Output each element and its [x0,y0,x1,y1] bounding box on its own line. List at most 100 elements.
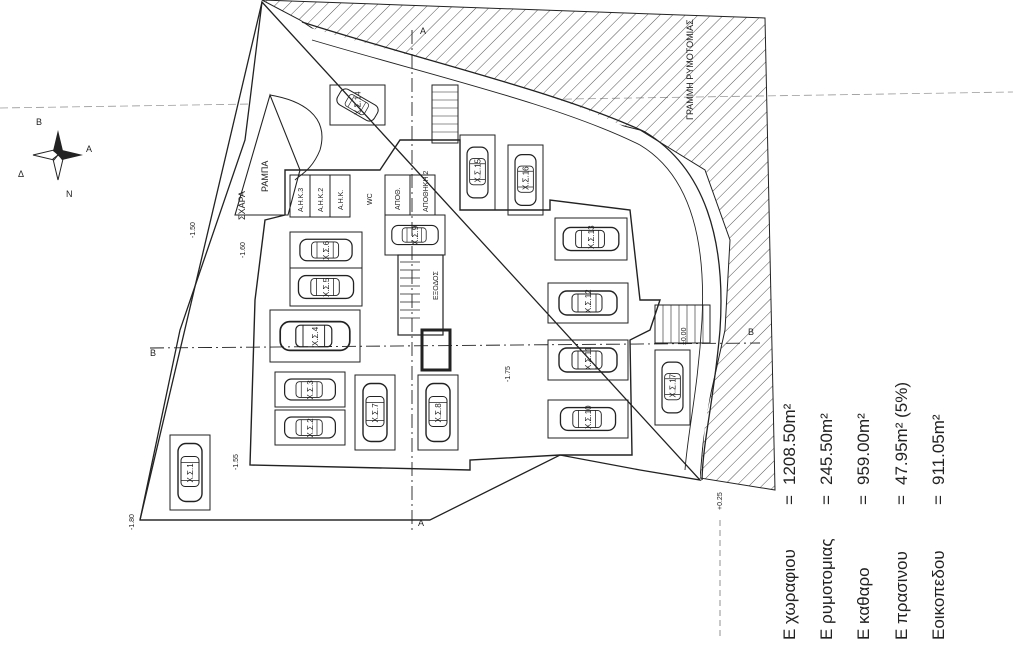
compass-label-n: N [66,189,73,199]
parking-space: Χ.Σ.16 [507,144,544,216]
area-value-setback: 245.50m² [817,413,836,485]
wc-label: WC [367,193,374,205]
level-mark: +0.25 [717,492,724,510]
parking-space: Χ.Σ.7 [354,374,396,451]
ramp-label: ΡΑΜΠΑ [260,161,270,192]
parking-space: Χ.Σ.13 [554,217,628,261]
parking-bay-outline [507,144,544,216]
storage-2-label: Α.Η.Κ.2 [318,188,325,212]
storage-1-label: Α.Η.Κ.3 [298,188,305,212]
parking-space-label: Χ.Σ.14 [354,91,363,115]
parking-space: Χ.Σ.4 [269,309,361,363]
parking-bay-outline [274,371,346,408]
setback-line-label: ΓΡΑΜΜΗ ΡΥΜΟΤΟΜΙΑΣ [685,19,695,120]
section-marker-right: B [748,327,754,337]
setback-curve-inner [311,39,703,471]
compass-label-d: Δ [18,169,24,179]
parking-space-label: Χ.Σ.16 [522,166,531,190]
parking-bay-outline [459,134,496,211]
parking-space-label: Χ.Σ.5 [322,277,331,297]
area-sep-field: = [780,495,799,505]
parking-space: Χ.Σ.2 [274,409,346,446]
section-marker-left: B [150,348,156,358]
section-marker-top: A [420,26,426,36]
parking-space: Χ.Σ.17 [654,349,691,426]
parking-space-label: Χ.Σ.8 [434,403,443,423]
area-value-net: 959.00m² [854,413,873,485]
stair-upper [431,84,459,144]
parking-space-label: Χ.Σ.10 [584,405,593,429]
level-mark: -1.75 [505,366,512,382]
level-mark: ±0.00 [681,327,688,345]
parking-space-label: Χ.Σ.13 [587,225,596,249]
parking-space: Χ.Σ.3 [274,371,346,408]
grate-label: ΣΧΑΡΑ [237,191,247,220]
level-mark: -1.60 [240,242,247,258]
parking-space-label: Χ.Σ.3 [306,380,315,400]
parking-space-label: Χ.Σ.7 [371,403,380,423]
level-mark: -1.80 [129,514,136,530]
parking-bay-outline [554,217,628,261]
parking-space: Χ.Σ.10 [547,399,629,439]
exit-label: ΕΞΟΔΟΣ [433,271,440,300]
parking-bay-outline [329,84,386,126]
parking-space-label: Χ.Σ.9 [411,225,420,245]
area-sep-plot: = [929,495,948,505]
parking-space-label: Χ.Σ.1 [186,463,195,483]
parking-space: Χ.Σ.14 [329,84,386,126]
parking-space: Χ.Σ.11 [547,339,629,381]
parking-space-label: Χ.Σ.2 [306,418,315,438]
storage-3-label: Α.Η.Κ. [338,190,345,210]
area-value-plot: 911.05m² [929,414,948,485]
area-label-green: Ε πρασινου [892,551,911,640]
area-label-setback: Ε ρυμοτομιας [817,538,836,640]
parking-bay-outline [274,409,346,446]
section-marker-bottom: A [418,518,424,528]
parking-space: Χ.Σ.1 [169,434,211,511]
parking-space-label: Χ.Σ.11 [584,346,593,370]
compass-label-a: A [86,144,92,154]
area-label-field: Ε χωραφιου [780,549,799,640]
parking-bay-outline [269,309,361,363]
parking-space-label: Χ.Σ.4 [311,326,320,346]
compass-label-b: B [36,117,42,127]
parking-bay-outline [547,399,629,439]
parking-space: Χ.Σ.6 [289,231,363,269]
store-1-label: ΑΠΟΘ. [395,187,402,210]
area-sep-setback: = [817,495,836,505]
elevator-shaft [420,328,452,372]
area-sep-green: = [892,495,911,505]
area-table: Ε χωραφιου = 1208.50m² Ε ρυμοτομιας = 24… [780,382,948,640]
compass-rose: B A N Δ [18,117,92,199]
store-2-label: ΑΠΟΘΗΚΗ 2 [423,171,430,212]
parking-space: Χ.Σ.9 [384,214,446,256]
parking-space-label: Χ.Σ.6 [322,240,331,260]
area-label-net: Ε καθαρο [854,567,873,640]
parking-bay-outline [417,374,459,451]
area-value-field: 1208.50m² [780,403,799,485]
parking-space: Χ.Σ.15 [459,134,496,211]
stair-east [654,304,711,344]
building-outline [249,139,661,471]
area-sep-net: = [854,495,873,505]
parking-bay-outline [169,434,211,511]
area-label-plot: Εοικοπεδου [929,550,948,640]
parking-bay-outline [289,231,363,269]
storage-block [289,174,351,218]
parking-bays: Χ.Σ.1 Χ.Σ.2 Χ.Σ.3 Χ.Σ.4 Χ.Σ.5 Χ.Σ.6Χ.Σ.7 Χ.Σ.8… [169,84,691,511]
parking-bay-outline [354,374,396,451]
parking-bay-outline [384,214,446,256]
level-mark: -1.55 [233,454,240,470]
parking-space-label: Χ.Σ.15 [474,158,483,182]
parking-space-label: Χ.Σ.17 [669,373,678,397]
parking-bay-outline [654,349,691,426]
parking-space: Χ.Σ.12 [547,282,629,324]
parking-space: Χ.Σ.8 [417,374,459,451]
setback-curve [301,21,722,481]
plot-west-edge [139,1,263,521]
parking-bay-outline [547,339,629,381]
level-mark: -1.50 [190,222,197,238]
section-line-b [149,342,761,349]
parking-bay-outline [547,282,629,324]
